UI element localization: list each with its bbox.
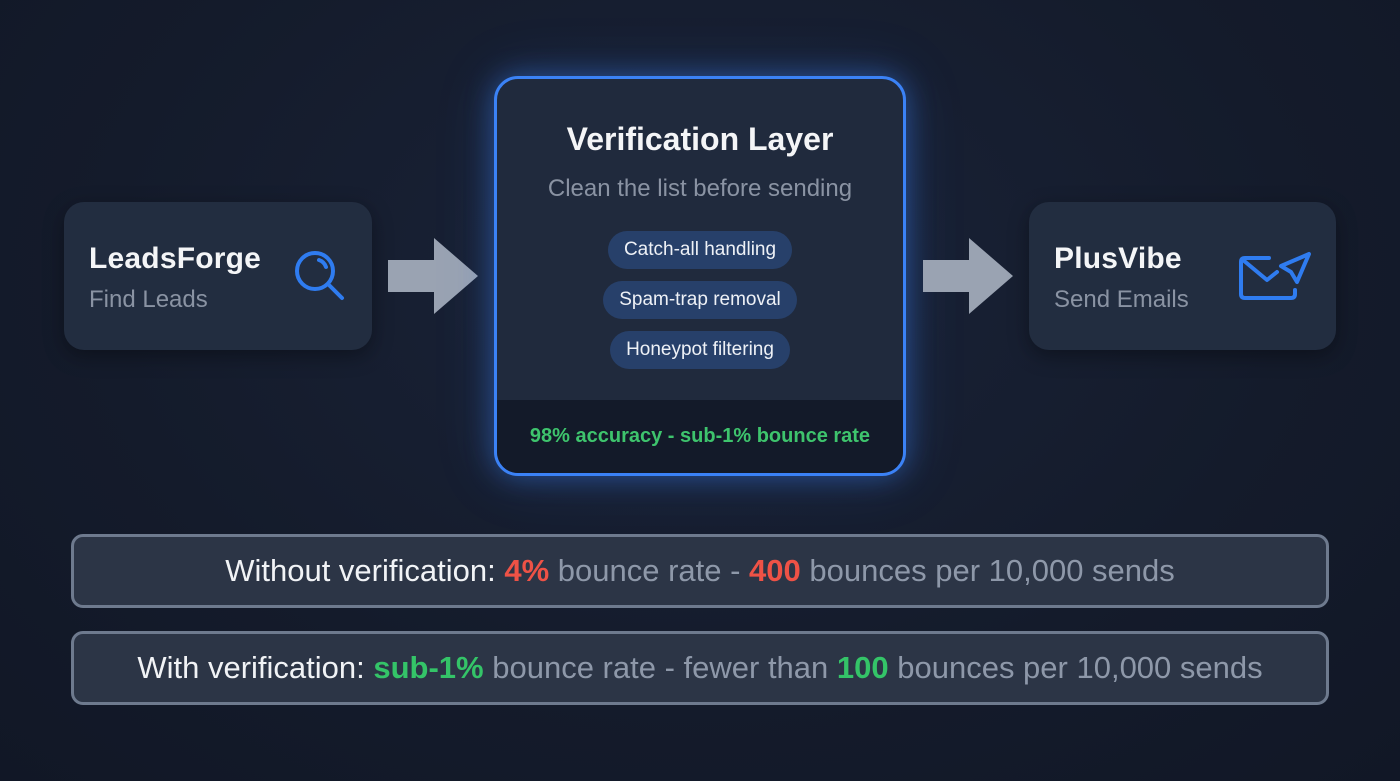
send-email-icon [1239, 252, 1311, 300]
node-subtitle: Send Emails [1054, 286, 1189, 313]
feature-list: Catch-all handling Spam-trap removal Hon… [497, 231, 903, 369]
bounce-count-value: 400 [749, 553, 801, 588]
with-verification-stat: With verification: sub-1% bounce rate - … [71, 631, 1329, 705]
feature-pill: Catch-all handling [607, 231, 793, 269]
stat-text: bounces per 10,000 sends [800, 553, 1175, 588]
node-title: LeadsForge [89, 242, 262, 275]
feature-pill: Spam-trap removal [603, 281, 797, 319]
stat-text: bounce rate - [549, 553, 750, 588]
plusvibe-node: PlusVibe Send Emails [1029, 202, 1336, 350]
stat-label: Without verification: [225, 553, 505, 588]
accuracy-footer: 98% accuracy - sub-1% bounce rate [497, 400, 903, 473]
without-verification-stat: Without verification: 4% bounce rate - 4… [71, 534, 1329, 608]
node-title: Verification Layer [566, 121, 834, 157]
search-icon [295, 251, 344, 300]
stat-text: bounces per 10,000 sends [888, 650, 1263, 685]
bounce-rate-value: sub-1% [373, 650, 484, 685]
stat-text: bounce rate - fewer than [483, 650, 837, 685]
arrow-right-icon [923, 238, 1013, 314]
bounce-rate-value: 4% [504, 553, 550, 588]
node-subtitle: Clean the list before sending [547, 175, 853, 202]
verification-layer-node: Verification Layer Clean the list before… [494, 76, 906, 476]
node-title: PlusVibe [1054, 242, 1182, 275]
leadsforge-node: LeadsForge Find Leads [64, 202, 372, 350]
stat-label: With verification: [137, 650, 374, 685]
arrow-right-icon [388, 238, 478, 314]
node-subtitle: Find Leads [89, 286, 208, 313]
bounce-count-value: 100 [836, 650, 889, 685]
feature-pill: Honeypot filtering [610, 331, 790, 369]
